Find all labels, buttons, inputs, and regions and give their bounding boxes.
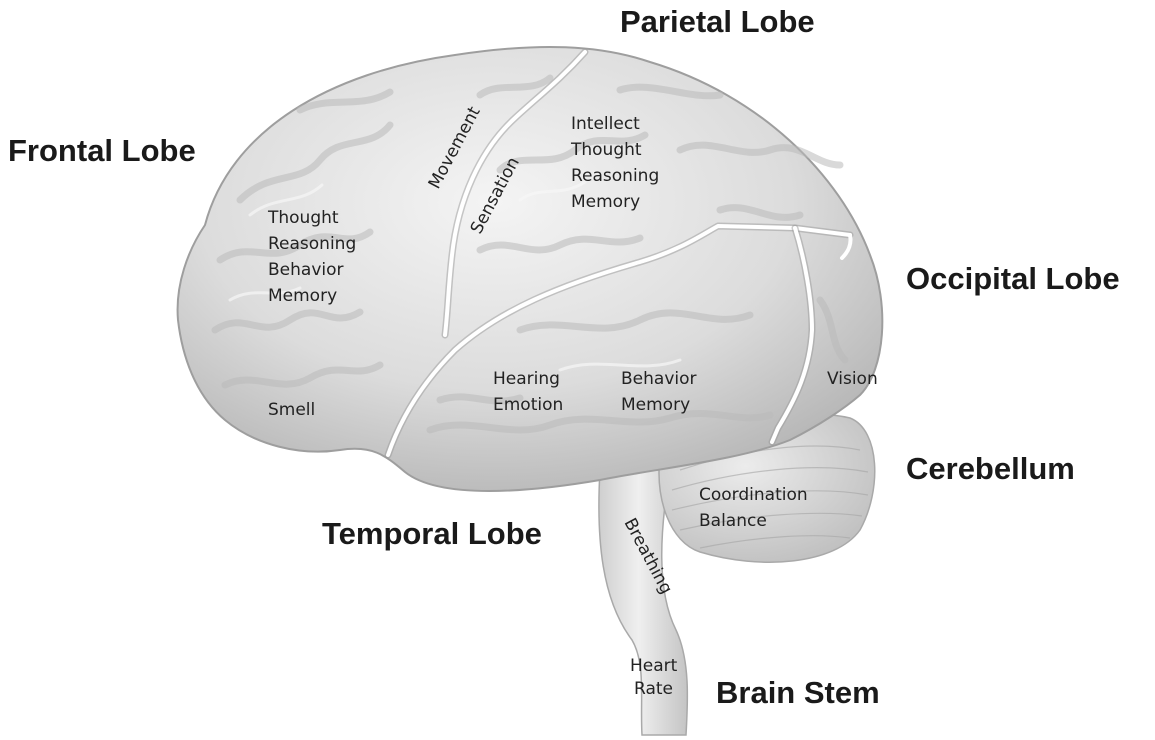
temporal-lobe-title: Temporal Lobe [322, 516, 542, 551]
brain-stem-title: Brain Stem [716, 675, 880, 710]
cerebellum-title: Cerebellum [906, 451, 1075, 486]
temporal-function-behavior: Behavior [621, 369, 697, 389]
vision-label: Vision [827, 369, 878, 389]
frontal-function-behavior: Behavior [268, 260, 344, 280]
frontal-lobe-title: Frontal Lobe [8, 133, 196, 168]
frontal-function-thought: Thought [267, 208, 339, 228]
heart-rate-heart: Heart [630, 656, 678, 676]
cerebellum-function-balance: Balance [699, 511, 767, 531]
smell-label: Smell [268, 400, 315, 420]
parietal-function-memory: Memory [571, 192, 640, 212]
temporal-function-hearing: Hearing [493, 369, 560, 389]
frontal-function-reasoning: Reasoning [268, 234, 356, 254]
parietal-function-thought: Thought [570, 140, 642, 160]
parietal-function-reasoning: Reasoning [571, 166, 659, 186]
parietal-function-intellect: Intellect [571, 114, 640, 134]
heart-rate-rate: Rate [634, 679, 673, 699]
temporal-function-memory: Memory [621, 395, 690, 415]
parietal-lobe-title: Parietal Lobe [620, 4, 815, 39]
temporal-function-emotion: Emotion [493, 395, 563, 415]
frontal-function-memory: Memory [268, 286, 337, 306]
occipital-lobe-title: Occipital Lobe [906, 261, 1120, 296]
cerebellum-function-coordination: Coordination [699, 485, 808, 505]
